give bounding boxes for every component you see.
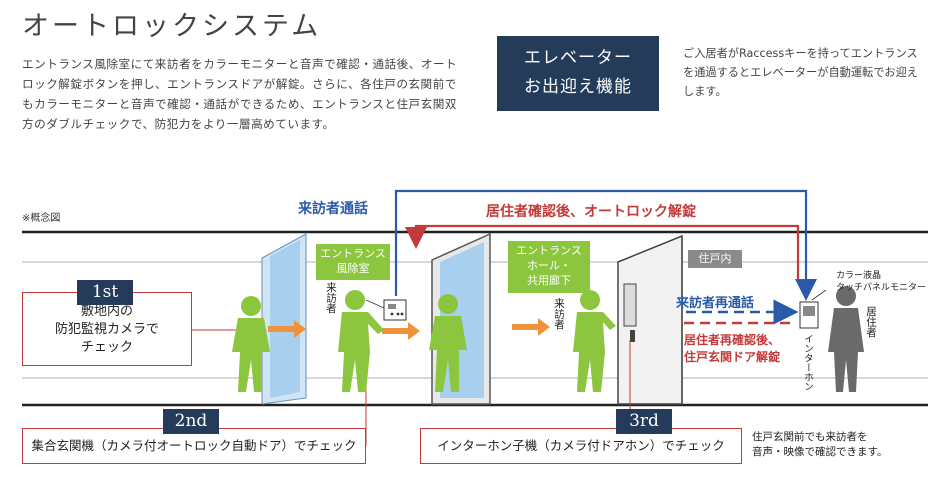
zone-hall-line1: エントランス [516,244,582,257]
elevator-description: ご入居者がRaccessキーを持ってエントランスを通過するとエレベーターが自動運… [683,47,918,98]
visitor-figure-4 [573,290,616,392]
step1-line2: 防犯監視カメラで [54,322,159,337]
concept-note: ※概念図 [22,213,61,224]
step3-note-line2: 音声・映像で確認できます。 [752,446,888,458]
step2-tag: 2nd [163,409,219,434]
elevator-feature-box: エレベーター お出迎え機能 [497,36,659,111]
page-title: オートロックシステム [22,11,322,42]
resident-unlock-arrow [405,224,800,280]
resident-reconfirm-line1: 居住者再確認後、 [684,333,781,347]
resident-figure [828,286,864,392]
elevator-title-line1: エレベーター [524,48,632,68]
step3-box: インターホン子機（カメラ付ドアホン）でチェック [420,428,742,464]
visitor-label-a: 来訪者 [325,282,337,314]
step3-text: インターホン子機（カメラ付ドアホン）でチェック [437,438,725,453]
step3-tag: 3rd [616,409,672,434]
resident-reconfirm-line2: 住戸玄関ドア解錠 [684,350,781,364]
zone-vestibule-line2: 風除室 [336,262,370,275]
step3-note-line1: 住戸玄関前でも来訪者を [752,431,868,443]
zone-entrance-hall: エントランス ホール・ 共用廊下 [508,241,590,293]
monitor-label: カラー液晶 タッチパネルモニター [836,270,926,294]
movement-arrow-2 [382,322,420,340]
zone-entrance-vestibule: エントランス 風除室 [316,244,390,280]
step3-note: 住戸玄関前でも来訪者を 音声・映像で確認できます。 [752,430,887,460]
step1-tag: 1st [77,280,133,305]
elevator-title-line2: お出迎え機能 [524,77,632,97]
step1-line1: 敷地内の [80,304,133,319]
description: エントランス風除室にて来訪者をカラーモニターと音声で確認・通話後、オートロック解… [22,57,458,131]
monitor-label-line1: カラー液晶 [836,271,882,281]
movement-arrow-1 [268,320,306,338]
resident-monitor [799,301,819,329]
entrance-intercom-panel [383,299,407,321]
glass-door-1 [261,233,307,405]
visitor-figure-3 [429,294,467,392]
visitor-call-arrow [394,189,817,301]
monitor-label-line2: タッチパネルモニター [836,283,927,293]
zone-hall-line2: ホール・ [527,259,571,272]
step1-line3: チェック [80,340,133,355]
step2-text: 集合玄関機（カメラ付オートロック自動ドア）でチェック [31,438,357,453]
visitor-figure-1 [232,296,270,392]
visitor-recall-label: 来訪者再通話 [676,296,755,311]
zone-dwelling: 住戸内 [688,250,742,268]
zone-hall-line3: 共用廊下 [527,274,571,287]
visitor-figure-2 [338,290,384,392]
visitor-call-label: 来訪者通話 [298,201,368,217]
movement-arrow-3 [512,318,550,336]
resident-unlock-label: 居住者確認後、オートロック解錠 [486,204,696,220]
step2-box: 集合玄関機（カメラ付オートロック自動ドア）でチェック [22,428,366,464]
zone-vestibule-line1: エントランス [320,247,386,260]
resident-label: 居住者 [865,306,877,338]
resident-reconfirm-label: 居住者再確認後、 住戸玄関ドア解錠 [684,332,780,366]
dwelling-door [617,234,683,405]
visitor-label-b: 来訪者 [553,298,565,330]
intercom-label: インターホン [802,334,813,391]
